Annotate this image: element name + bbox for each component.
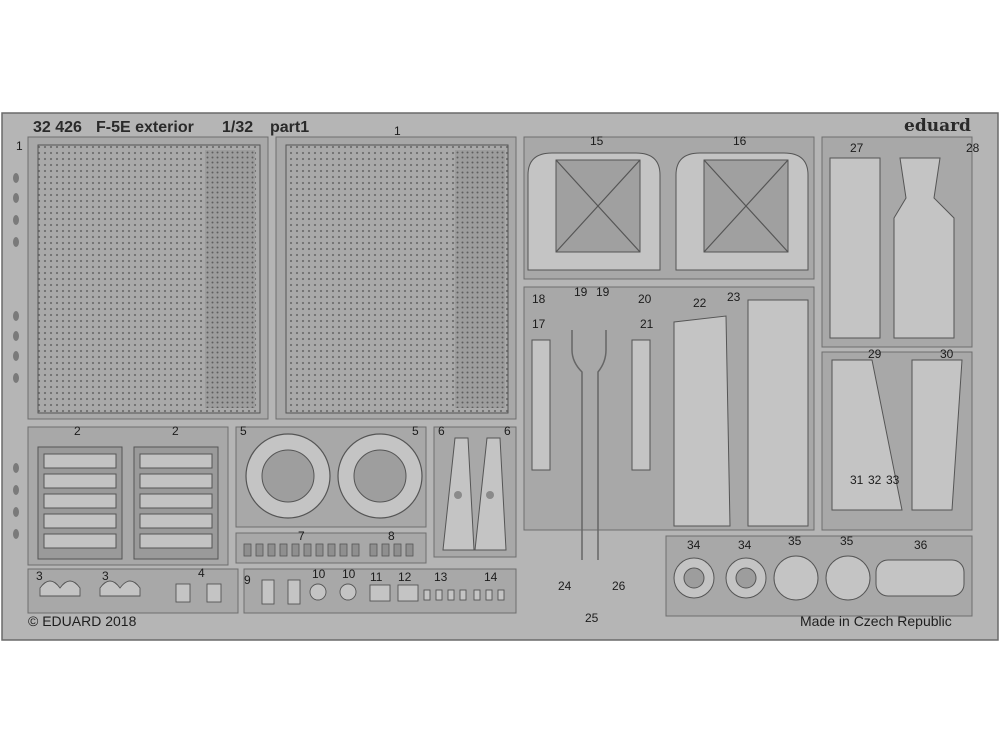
- part-number: 30: [940, 347, 954, 361]
- part-number: 35: [788, 534, 802, 548]
- part-number: 33: [886, 473, 900, 487]
- part-number: 15: [590, 134, 604, 148]
- copyright: © EDUARD 2018: [28, 613, 137, 629]
- part-5-rings: [245, 433, 423, 519]
- part-number: 24: [558, 579, 572, 593]
- part-number: 5: [240, 424, 247, 438]
- part-21: [631, 339, 651, 471]
- part-label: part1: [270, 119, 310, 136]
- part-number: 10: [312, 567, 326, 581]
- part-number: 17: [532, 317, 546, 331]
- part-number: 13: [434, 570, 448, 584]
- part-number: 36: [914, 538, 928, 552]
- part-number: 16: [733, 134, 747, 148]
- part-number: 28: [966, 141, 980, 155]
- part-number: 12: [398, 570, 412, 584]
- part-number: 20: [638, 292, 652, 306]
- part-36: [875, 559, 965, 597]
- part-number: 3: [36, 569, 43, 583]
- part-number: 22: [693, 296, 707, 310]
- part-29: [831, 359, 903, 511]
- part-number: 7: [298, 529, 305, 543]
- part-number: 11: [370, 570, 383, 584]
- part-number: 3: [102, 569, 109, 583]
- part-35a: [773, 555, 819, 601]
- scale: 1/32: [222, 119, 254, 136]
- part-28: [893, 157, 955, 339]
- part-number: 21: [640, 317, 654, 331]
- part-17: [531, 339, 551, 471]
- part-number: 6: [504, 424, 511, 438]
- part-number: 1: [394, 124, 401, 138]
- part-number: 2: [74, 424, 81, 438]
- brand-logo: eduard: [904, 116, 971, 136]
- part-number: 4: [198, 566, 205, 580]
- part-number: 8: [388, 529, 395, 543]
- part-number: 23: [727, 290, 741, 304]
- part-number: 19: [574, 285, 588, 299]
- part-30: [911, 359, 963, 511]
- part-number: 1: [16, 139, 23, 153]
- part-number: 10: [342, 567, 356, 581]
- set-number: 32 426: [33, 119, 82, 136]
- part-22: [673, 315, 731, 527]
- part-23: [747, 299, 809, 527]
- part-number: 35: [840, 534, 854, 548]
- part-number: 5: [412, 424, 419, 438]
- part-number: 27: [850, 141, 864, 155]
- part-number: 19: [596, 285, 610, 299]
- part-27: [829, 157, 881, 339]
- part-number: 32: [868, 473, 882, 487]
- part-number: 34: [687, 538, 701, 552]
- part-number: 6: [438, 424, 445, 438]
- part-number: 31: [850, 473, 864, 487]
- part-number: 18: [532, 292, 546, 306]
- part-35b: [825, 555, 871, 601]
- part-number: 14: [484, 570, 498, 584]
- part-number: 26: [612, 579, 626, 593]
- part-number: 25: [585, 611, 599, 625]
- part-number: 34: [738, 538, 752, 552]
- set-name: F-5E exterior: [96, 119, 194, 136]
- part-number: 2: [172, 424, 179, 438]
- part-number: 29: [868, 347, 882, 361]
- part-number: 9: [244, 573, 251, 587]
- origin: Made in Czech Republic: [800, 613, 952, 629]
